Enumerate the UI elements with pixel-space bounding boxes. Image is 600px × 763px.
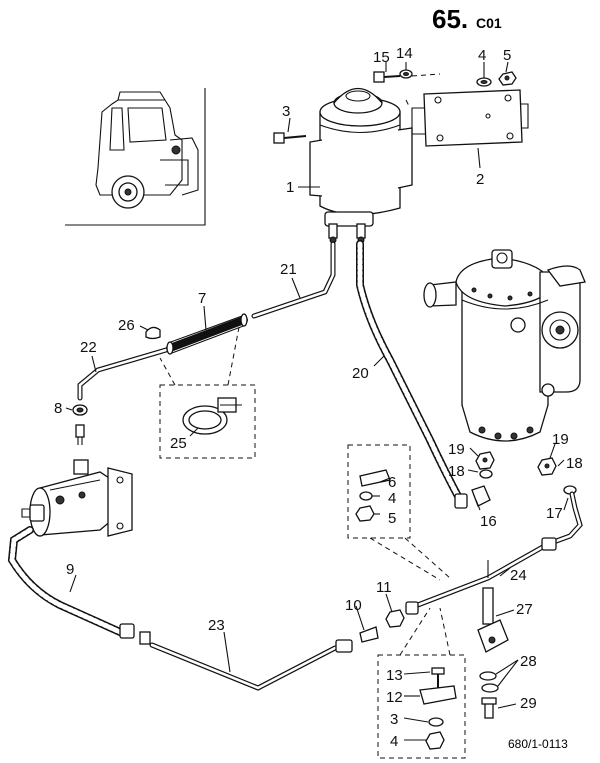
callout-23: 23 [208, 617, 225, 634]
callout-9: 9 [66, 561, 74, 578]
pressure-pipe [149, 609, 405, 691]
callout-15: 15 [373, 49, 390, 66]
drawing-reference: 680/1-0113 [508, 737, 568, 751]
callout-5-upper-box: 5 [388, 510, 396, 527]
callout-25: 25 [170, 435, 187, 452]
callout-2: 2 [476, 171, 484, 188]
callout-1: 1 [286, 179, 294, 196]
gear-pressure-pipe [405, 491, 583, 615]
callout-27: 27 [516, 601, 533, 618]
callout-labels: 1 2 3 4 5 14 15 21 7 26 22 8 25 20 19 18… [54, 45, 583, 750]
clip-detail-upper [347, 444, 451, 581]
svg-text:C01: C01 [476, 15, 502, 31]
callout-19-right: 19 [552, 431, 569, 448]
callout-10: 10 [345, 597, 362, 614]
callout-18-left: 18 [448, 463, 465, 480]
callout-17: 17 [546, 505, 563, 522]
leader-lines [65, 61, 569, 741]
callout-8: 8 [54, 400, 62, 417]
callout-24: 24 [510, 567, 527, 584]
callout-14: 14 [396, 45, 413, 62]
callout-22: 22 [80, 339, 97, 356]
steering-pump [21, 459, 133, 537]
mounting-bracket [411, 89, 529, 147]
top-fasteners [273, 69, 517, 144]
callout-4-lower-box: 4 [390, 733, 398, 750]
svg-text:65.: 65. [432, 4, 468, 34]
steering-gear [423, 249, 586, 442]
suction-line [72, 241, 336, 445]
callout-21: 21 [280, 261, 297, 278]
callout-3: 3 [282, 103, 290, 120]
clamp-detail [159, 321, 256, 459]
callout-29: 29 [520, 695, 537, 712]
callout-12: 12 [386, 689, 403, 706]
callout-11: 11 [376, 579, 392, 596]
callout-5: 5 [503, 47, 511, 64]
page-number: 65. C01 [432, 4, 502, 34]
callout-26: 26 [118, 317, 135, 334]
pressure-hose [7, 526, 151, 645]
pipe-support [477, 587, 509, 719]
truck-location-inset [65, 88, 206, 226]
callout-18-right: 18 [566, 455, 583, 472]
callout-19-left: 19 [448, 441, 465, 458]
callout-28: 28 [520, 653, 537, 670]
callout-20: 20 [352, 365, 369, 382]
clip-detail-lower [377, 607, 466, 759]
callout-4-upper-box: 4 [388, 490, 396, 507]
callout-3-lower-box: 3 [390, 711, 398, 728]
callout-6: 6 [388, 474, 396, 491]
callout-4: 4 [478, 47, 486, 64]
gear-fittings [475, 451, 577, 495]
callout-7: 7 [198, 290, 206, 307]
oil-reservoir [309, 88, 413, 244]
callout-16: 16 [480, 513, 497, 530]
callout-13: 13 [386, 667, 403, 684]
